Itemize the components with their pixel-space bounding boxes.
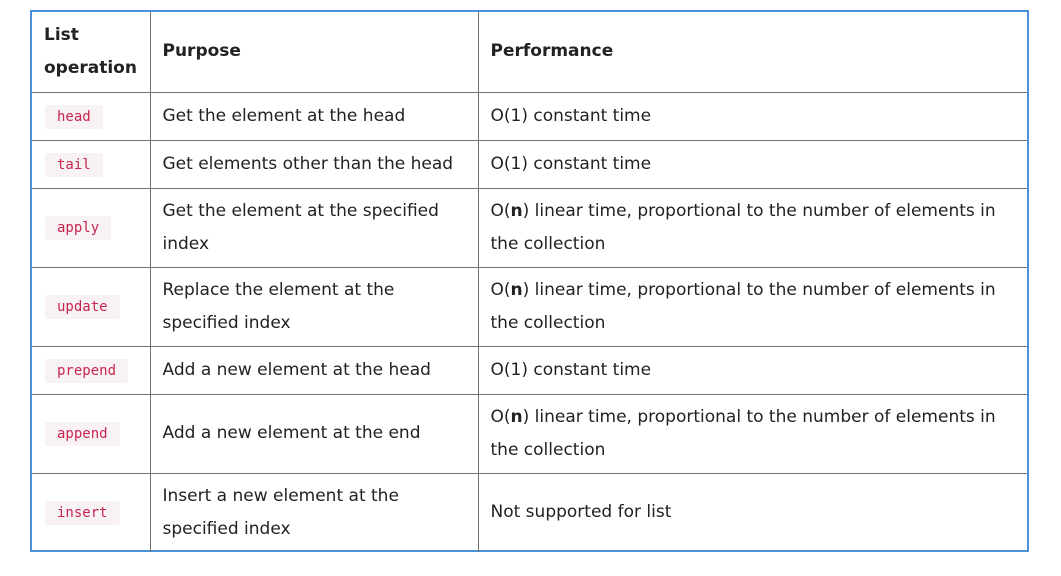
op-code-apply: apply — [45, 216, 112, 240]
op-code-tail: tail — [45, 152, 103, 177]
op-cell: append — [32, 393, 151, 474]
op-cell: update — [32, 266, 151, 347]
table-row-insert: insert Insert a new element at the speci… — [32, 472, 1027, 552]
performance-cell: O(1) constant time — [477, 91, 1027, 141]
table-row-apply: apply Get the element at the specified i… — [32, 187, 1027, 268]
purpose-cell: Add a new element at the head — [149, 345, 479, 395]
perf-n: n — [510, 200, 523, 221]
op-code-prepend: prepend — [45, 358, 129, 383]
perf-pre: O( — [490, 279, 511, 300]
table-row-prepend: prepend Add a new element at the head O(… — [32, 345, 1027, 395]
list-operations-table: List operation Purpose Performance head … — [32, 12, 1027, 552]
perf-pre: O( — [490, 200, 511, 221]
table-row-head: head Get the element at the head O(1) co… — [32, 91, 1027, 141]
purpose-cell: Replace the element at the specified ind… — [149, 266, 479, 347]
perf-n: n — [510, 279, 523, 300]
header-list-operation: List operation — [32, 12, 151, 93]
perf-post: ) linear time, proportional to the numbe… — [490, 406, 996, 460]
table-row-append: append Add a new element at the end O(n)… — [32, 393, 1027, 474]
op-cell: tail — [32, 139, 151, 189]
operations-table-container: List operation Purpose Performance head … — [30, 10, 1029, 552]
performance-cell: O(1) constant time — [477, 139, 1027, 189]
header-purpose: Purpose — [149, 12, 479, 93]
op-code-append: append — [45, 422, 120, 446]
op-cell: head — [32, 91, 151, 141]
table-row-tail: tail Get elements other than the head O(… — [32, 139, 1027, 189]
performance-cell: Not supported for list — [477, 472, 1027, 552]
header-performance: Performance — [477, 12, 1027, 93]
op-cell: insert — [32, 472, 151, 552]
table-header-row: List operation Purpose Performance — [32, 12, 1027, 93]
performance-cell: O(n) linear time, proportional to the nu… — [477, 266, 1027, 347]
purpose-cell: Get the element at the head — [149, 91, 479, 141]
perf-post: ) linear time, proportional to the numbe… — [490, 279, 996, 333]
purpose-cell: Get the element at the specified index — [149, 187, 479, 268]
perf-post: ) linear time, proportional to the numbe… — [490, 200, 996, 254]
purpose-cell: Get elements other than the head — [149, 139, 479, 189]
op-code-insert: insert — [45, 501, 120, 526]
purpose-cell: Add a new element at the end — [149, 393, 479, 474]
performance-cell: O(1) constant time — [477, 345, 1027, 395]
performance-cell: O(n) linear time, proportional to the nu… — [477, 393, 1027, 474]
performance-cell: O(n) linear time, proportional to the nu… — [477, 187, 1027, 268]
op-cell: apply — [32, 187, 151, 268]
perf-n: n — [510, 406, 523, 427]
table-row-update: update Replace the element at the specif… — [32, 266, 1027, 347]
perf-pre: O( — [490, 406, 511, 427]
purpose-cell: Insert a new element at the specified in… — [149, 472, 479, 552]
op-code-head: head — [45, 104, 103, 129]
op-code-update: update — [45, 295, 120, 319]
op-cell: prepend — [32, 345, 151, 395]
